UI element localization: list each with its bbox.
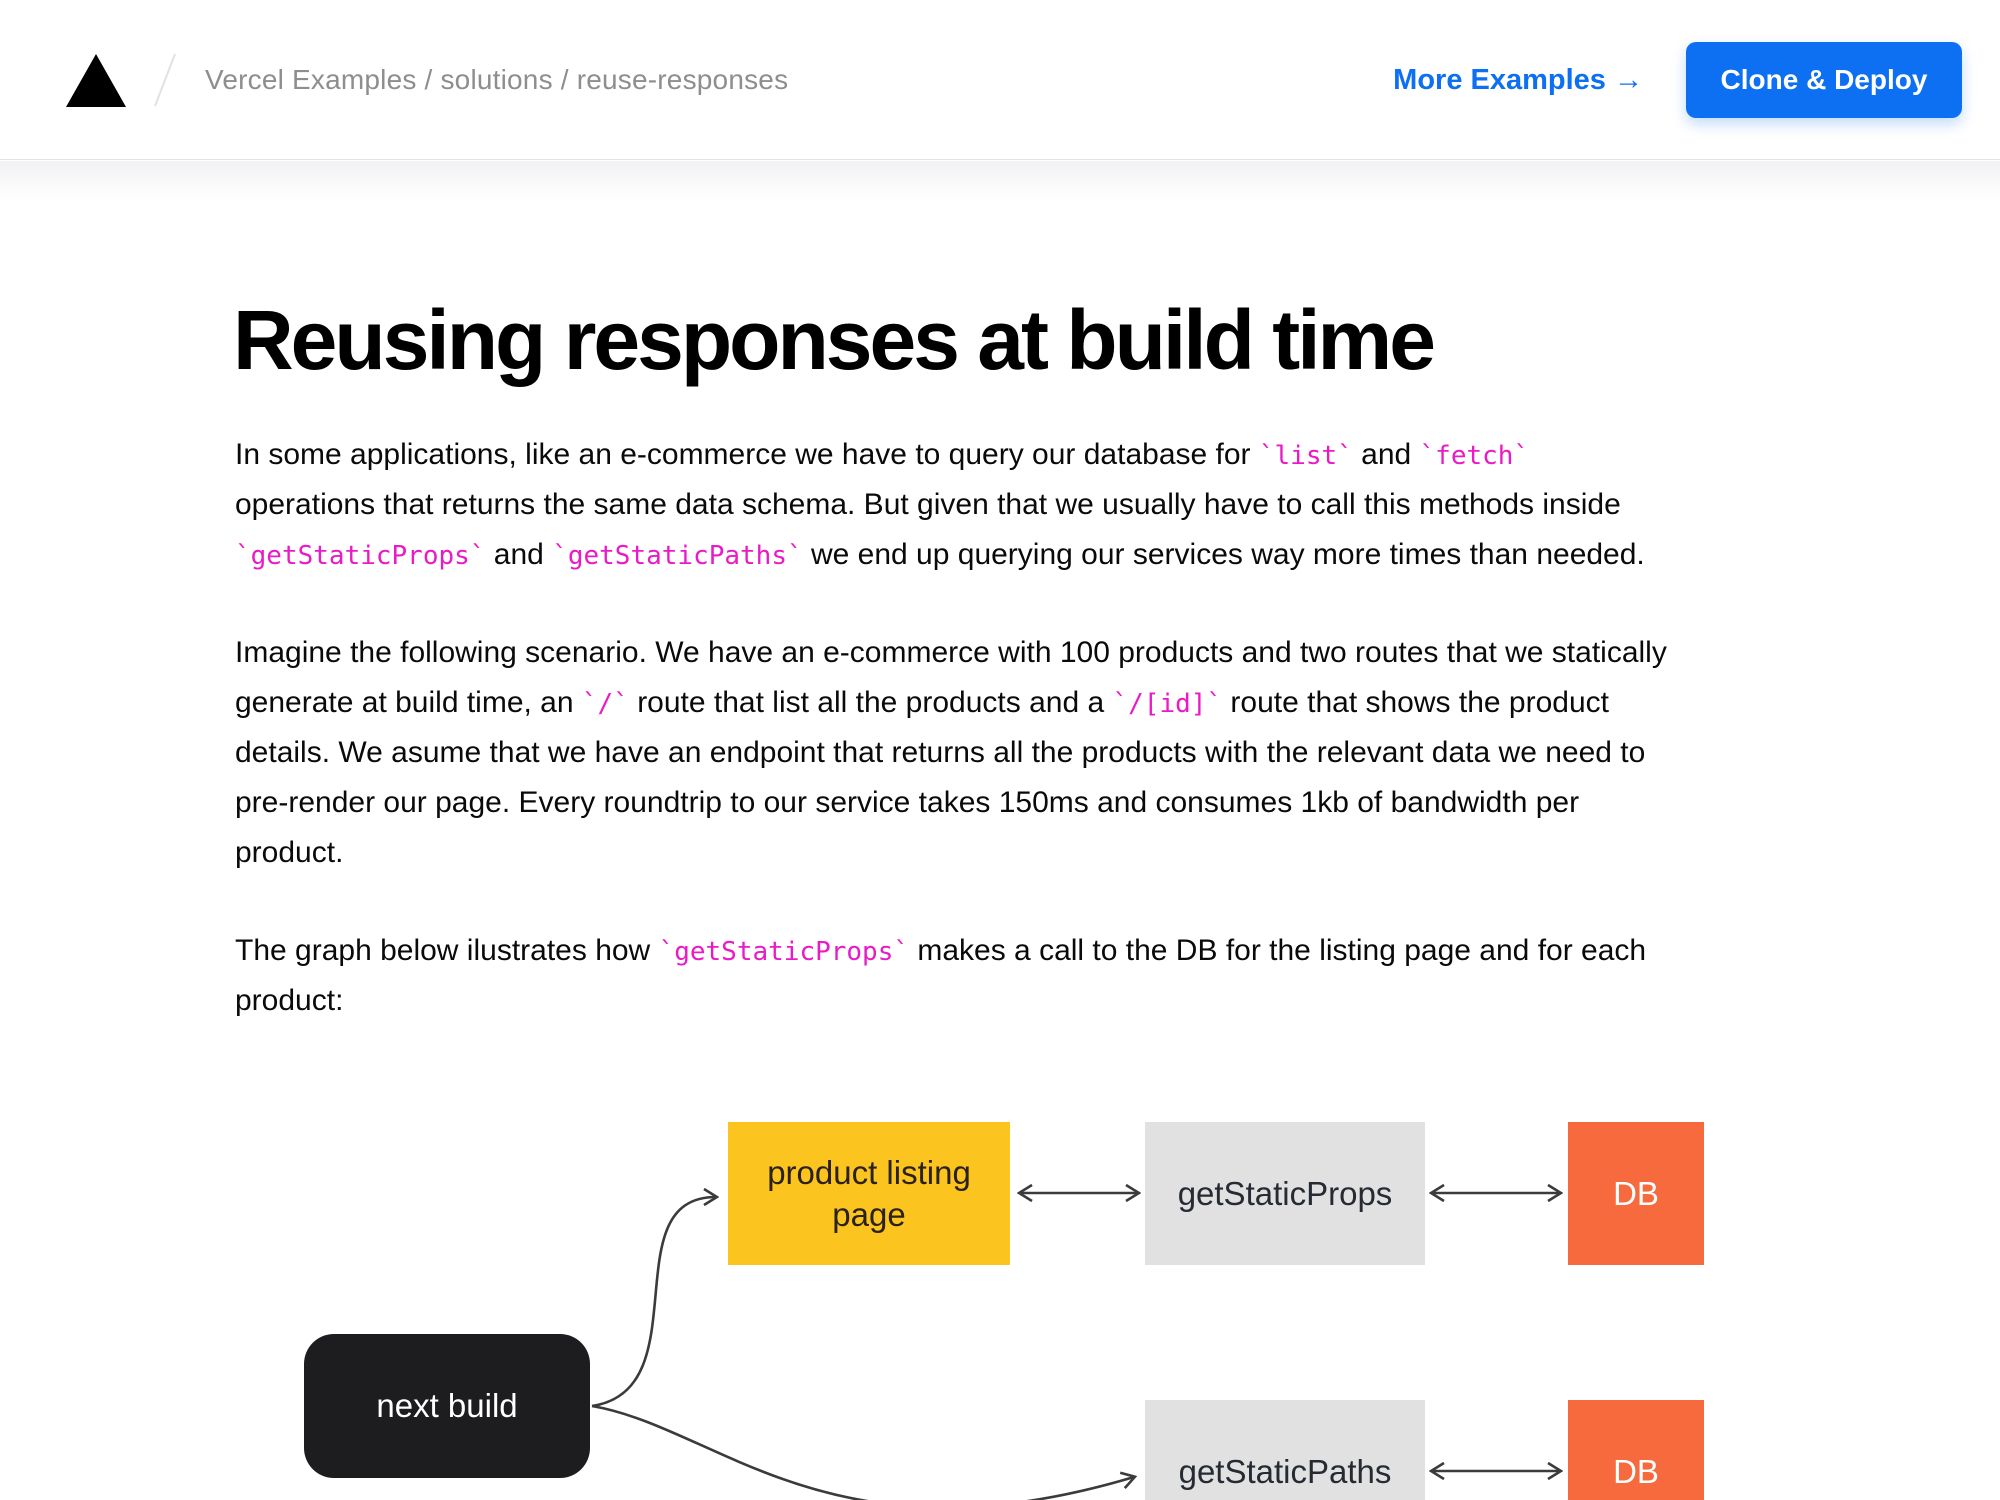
paragraph-line: `getStaticProps` and `getStaticPaths` we… xyxy=(235,530,1645,580)
paragraph-text-segment: route that shows the product xyxy=(1222,686,1609,719)
paragraph-text-segment: In some applications, like an e-commerce… xyxy=(235,438,1259,471)
paragraph-line: pre-render our page. Every roundtrip to … xyxy=(235,778,1667,828)
node-label: product listing page xyxy=(767,1153,971,1233)
paragraph-text-segment: generate at build time, an xyxy=(235,686,582,719)
node-label: DB xyxy=(1613,1452,1659,1490)
paragraph-line: Imagine the following scenario. We have … xyxy=(235,628,1667,678)
breadcrumb-slash-divider xyxy=(154,53,176,107)
inline-code: `getStaticProps` xyxy=(658,937,910,967)
paragraph-line: operations that returns the same data sc… xyxy=(235,480,1645,530)
inline-code: `list` xyxy=(1258,441,1353,471)
arrow-build-gspaths xyxy=(591,1404,1134,1500)
paragraph-text-segment: details. We asume that we have an endpoi… xyxy=(235,736,1646,769)
arrow-build-listing xyxy=(591,1197,716,1408)
more-examples-link[interactable]: More Examples → xyxy=(1393,63,1643,96)
diagram-node-get-static-props: getStaticProps xyxy=(1145,1122,1425,1265)
paragraph-text-segment: pre-render our page. Every roundtrip to … xyxy=(235,786,1580,819)
paragraph-text-segment: we end up querying our services way more… xyxy=(802,538,1645,571)
header-shadow xyxy=(0,161,2000,201)
paragraph-line: In some applications, like an e-commerce… xyxy=(235,430,1645,480)
diagram-node-product-listing-page: product listing page xyxy=(728,1122,1010,1265)
inline-code: `/` xyxy=(581,689,629,719)
paragraph-line: The graph below ilustrates how `getStati… xyxy=(235,926,1646,976)
breadcrumb[interactable]: Vercel Examples / solutions / reuse-resp… xyxy=(205,64,789,95)
paragraph-text-segment: and xyxy=(1352,438,1420,471)
paragraph-text-segment: Imagine the following scenario. We have … xyxy=(235,636,1667,669)
clone-deploy-button[interactable]: Clone & Deploy xyxy=(1686,42,1962,118)
diagram-node-next-build: next build xyxy=(304,1334,590,1478)
paragraph-text-segment: product. xyxy=(235,836,344,869)
page-title: Reusing responses at build time xyxy=(233,293,1436,387)
paragraph-text-segment: The graph below ilustrates how xyxy=(235,934,659,967)
paragraph-line: details. We asume that we have an endpoi… xyxy=(235,728,1667,778)
node-label: DB xyxy=(1613,1174,1659,1212)
node-label: next build xyxy=(376,1387,518,1424)
paragraph-text-segment: makes a call to the DB for the listing p… xyxy=(909,934,1647,967)
inline-code: `getStaticPaths` xyxy=(552,541,803,571)
paragraph-line: product: xyxy=(235,976,1646,1026)
diagram-node-get-static-paths: getStaticPaths xyxy=(1145,1400,1425,1500)
inline-code: `getStaticProps` xyxy=(235,541,486,571)
paragraph: Imagine the following scenario. We have … xyxy=(235,628,1667,878)
paragraph-line: generate at build time, an `/` route tha… xyxy=(235,678,1667,728)
vercel-logo[interactable] xyxy=(66,54,126,108)
paragraph: The graph below ilustrates how `getStati… xyxy=(235,926,1646,1026)
paragraph-text-segment: operations that returns the same data sc… xyxy=(235,488,1621,521)
paragraph-line: product. xyxy=(235,828,1667,878)
inline-code: `fetch` xyxy=(1419,441,1530,471)
paragraph-text-segment: and xyxy=(485,538,553,571)
header: Vercel Examples / solutions / reuse-resp… xyxy=(0,0,2000,160)
inline-code: `/[id]` xyxy=(1112,689,1223,719)
node-label: getStaticProps xyxy=(1177,1174,1393,1212)
paragraph: In some applications, like an e-commerce… xyxy=(235,430,1645,580)
paragraph-text-segment: route that list all the products and a xyxy=(628,686,1113,719)
diagram-node-db-top: DB xyxy=(1568,1122,1704,1265)
paragraph-text-segment: product: xyxy=(235,984,344,1017)
diagram-node-db-bottom: DB xyxy=(1568,1400,1704,1500)
node-label: getStaticPaths xyxy=(1178,1452,1392,1490)
vercel-triangle-icon xyxy=(66,54,126,107)
